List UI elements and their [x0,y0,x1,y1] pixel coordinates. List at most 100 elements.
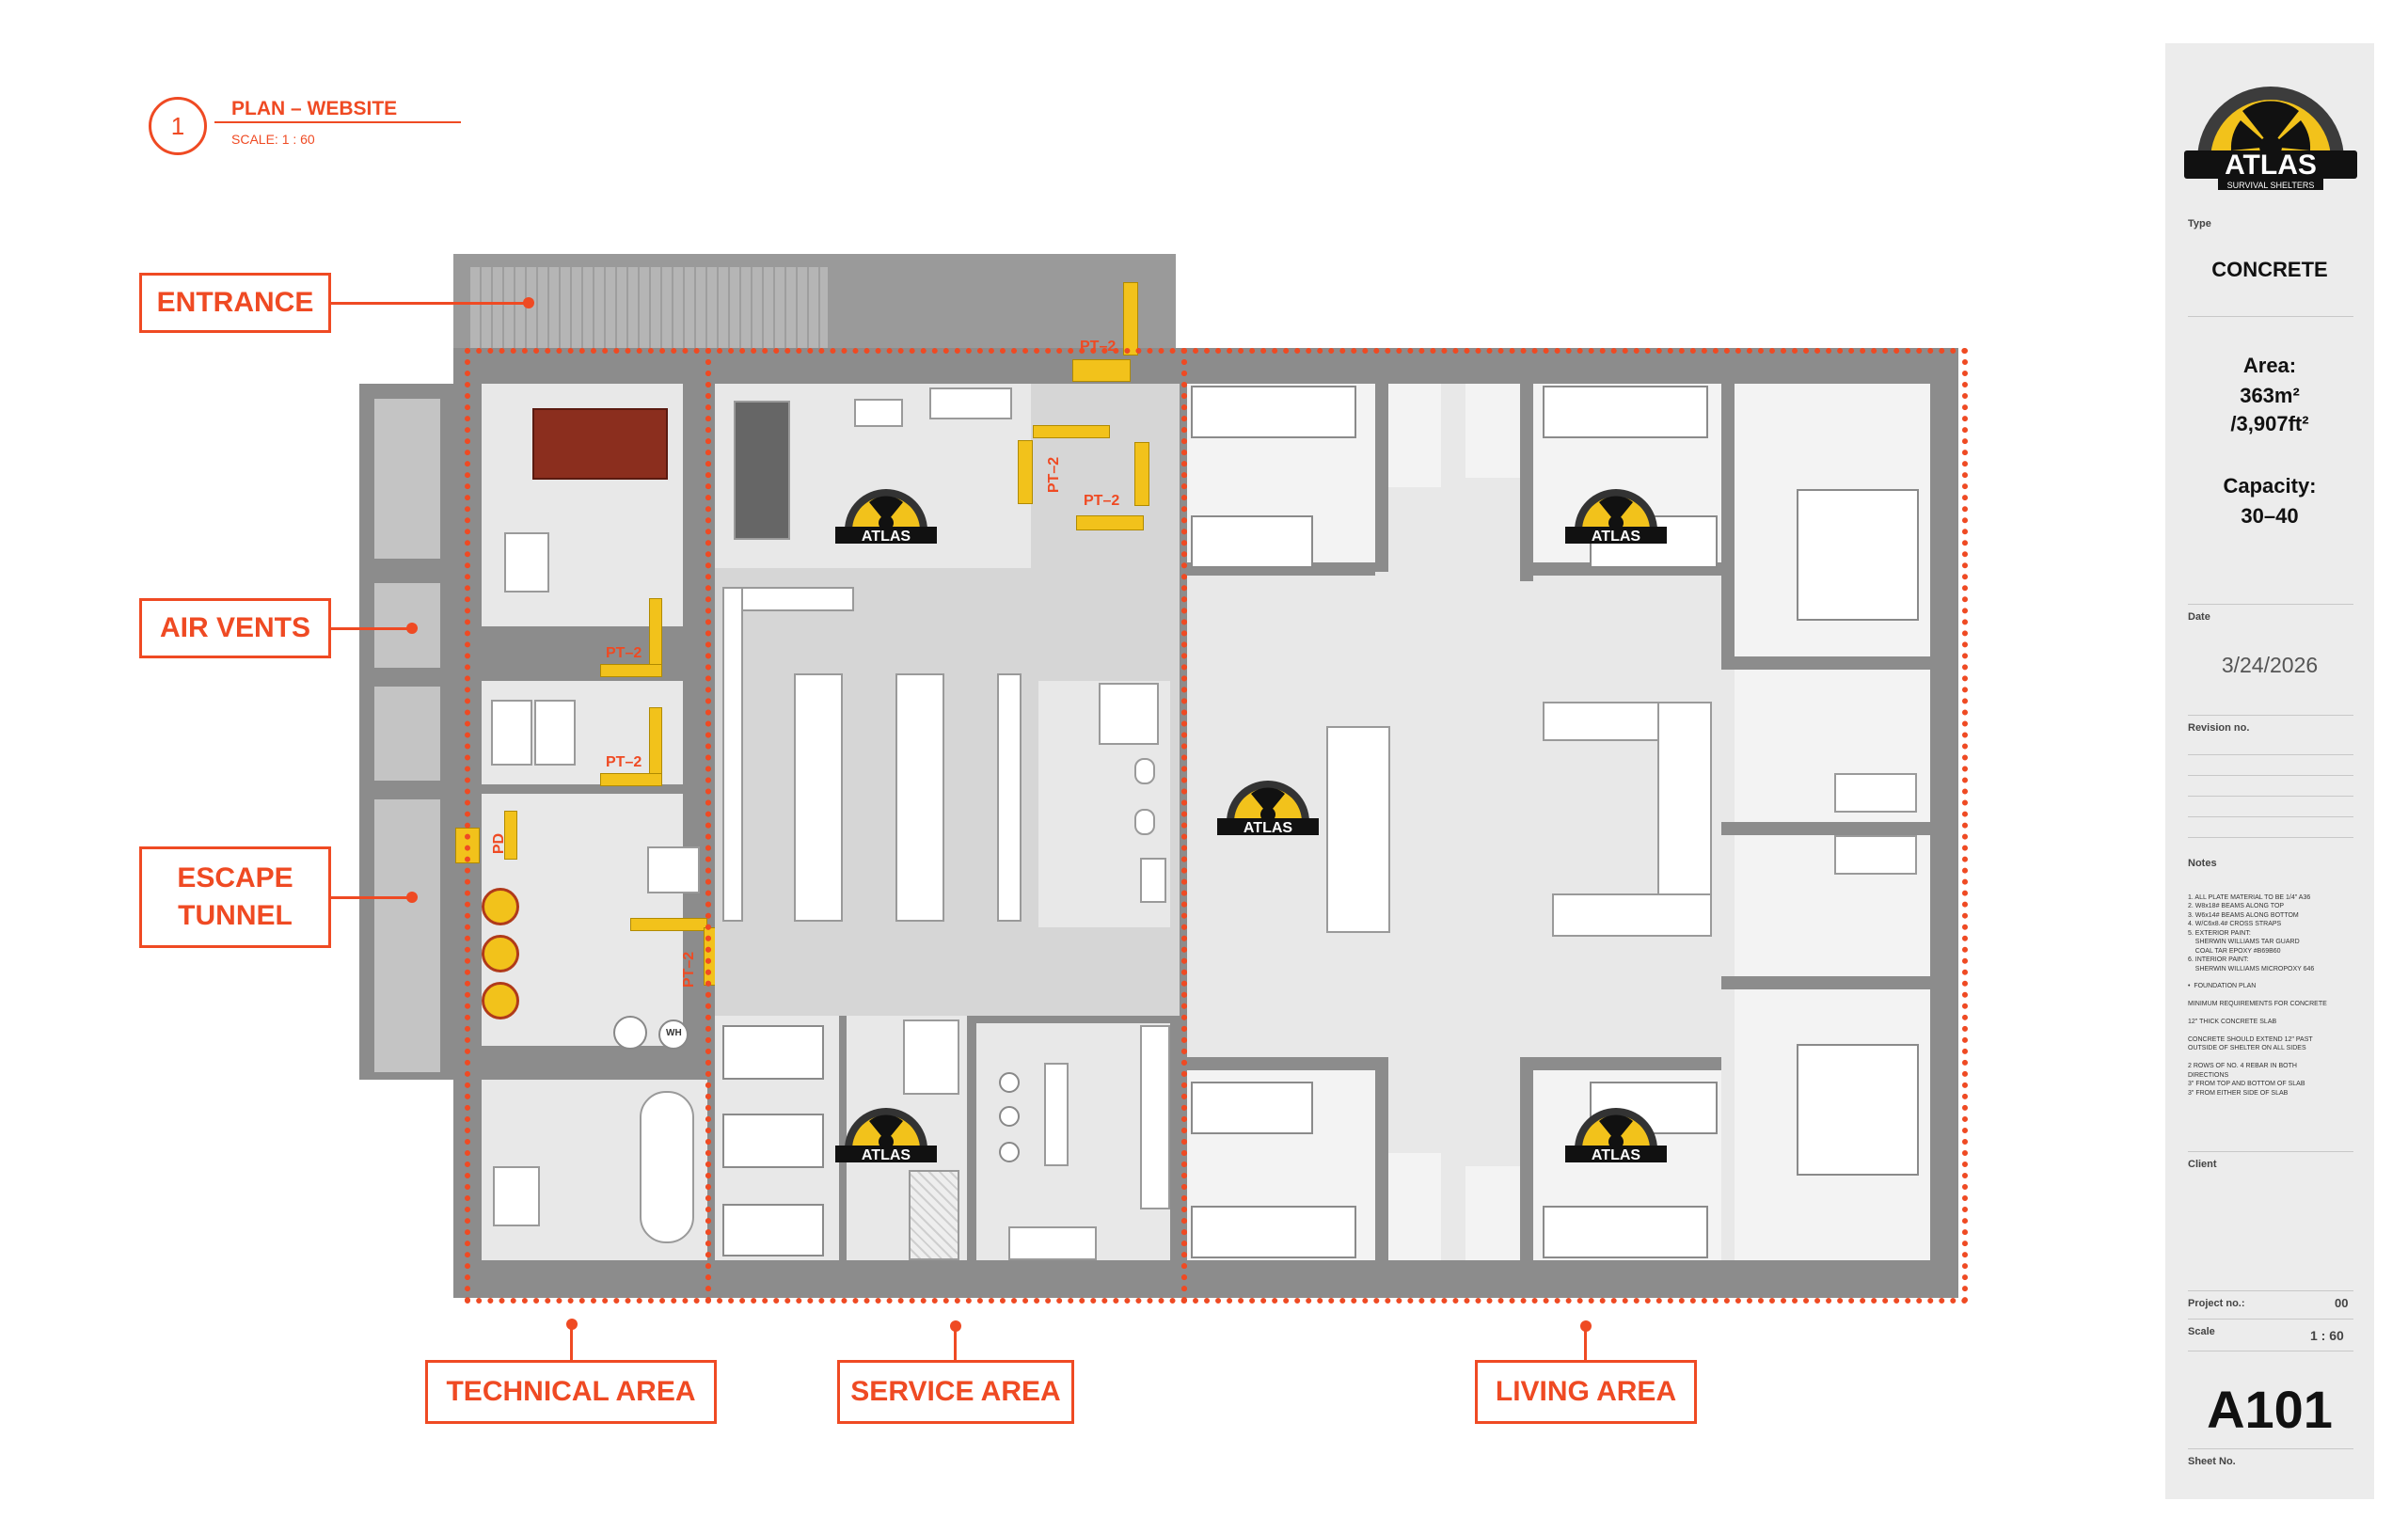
toilet [1134,758,1155,784]
control-cabinet [504,532,549,593]
shower-room [1465,384,1522,478]
atlas-logo-icon: ATLAS [1565,489,1667,545]
plan-number: 1 [149,97,207,155]
note-line: COAL TAR EPOXY #B69B60 [2188,947,2281,955]
air-vents-callout: AIR VENTS [139,598,331,658]
pt2-unit [600,664,662,677]
stool [999,1072,1020,1093]
bunk-bed [1191,1206,1356,1258]
workbench [734,401,790,540]
bunk-bed [722,1204,824,1256]
pt2-unit [1033,425,1110,438]
shelf-unit [794,673,843,922]
area-ft2: /3,907ft² [2230,412,2309,435]
service-area-outline [705,348,1187,1304]
living-area-marker [1580,1320,1592,1332]
area-m2: 363m² [2240,384,2300,407]
bunk-bed [1191,1082,1313,1134]
bunk-bed [1543,386,1708,438]
water-heater-label: WH [666,1028,682,1038]
escape-tunnel-line2: TUNNEL [178,900,293,931]
wall [1520,384,1533,581]
plan-scale: SCALE: 1 : 60 [231,132,315,147]
svg-text:ATLAS: ATLAS [1244,820,1292,836]
service-area-callout: SERVICE AREA [837,1360,1074,1424]
pantry-rack [909,1170,959,1260]
divider [2188,1319,2353,1320]
living-area-outline [1181,348,1968,1304]
scale-label: Scale [2188,1326,2215,1337]
wall [1520,1057,1533,1260]
technical-area-outline [465,348,711,1304]
note-line: 3" FROM EITHER SIDE OF SLAB [2188,1089,2289,1097]
pd-unit [504,811,517,860]
scale-value: 1 : 60 [2310,1328,2344,1343]
pantry-shelf [903,1019,959,1095]
note-line: 12" THICK CONCRETE SLAB [2188,1019,2277,1026]
atlas-logo-icon: ATLAS [835,1108,937,1163]
bunk-bed [722,1114,824,1168]
wall [1721,976,1930,989]
note-line [2188,1027,2327,1035]
pt2-unit [1123,282,1138,356]
sofa-bottom [1552,893,1712,937]
escape-tunnel-callout: ESCAPE TUNNEL [139,846,331,948]
note-line [2188,973,2327,982]
sheet-label: Sheet No. [2188,1456,2236,1467]
pt2-label: PT–2 [606,645,642,661]
note-line: 3. W6x14# BEAMS ALONG BOTTOM [2188,911,2299,919]
wall [1187,1057,1375,1070]
bunk-bed [722,1025,824,1080]
pt2-label: PT–2 [606,754,642,770]
mech-cabinet [647,846,700,893]
pt2-unit [1072,359,1131,382]
septic-tank [640,1091,694,1243]
atlas-logo-icon: ATLAS [1217,781,1319,836]
bunk-bed [1191,386,1356,438]
title-block-sidebar: ATLAS SURVIVAL SHELTERS Type CONCRETE Ar… [2165,43,2374,1499]
date-value: 3/24/2026 [2221,653,2319,677]
water-heater [658,1019,689,1050]
wall [1721,822,1930,835]
plan-title-underline [214,121,461,123]
pt2-unit [1076,515,1144,530]
divider [2188,1290,2353,1291]
revision-line [2188,837,2353,838]
atlas-logo-icon: ATLAS [1565,1108,1667,1163]
air-vent-shaft-1 [374,399,440,559]
dining-table [1326,726,1390,933]
wall [1520,1057,1721,1070]
note-line: CONCRETE SHOULD EXTEND 12" PAST [2188,1036,2313,1043]
note-line: MINIMUM REQUIREMENTS FOR CONCRETE [2188,1001,2327,1008]
note-line: 5. EXTERIOR PAINT: [2188,929,2251,937]
atlas-logo-icon: ATLAS SURVIVAL SHELTERS [2184,87,2357,190]
filter-unit-a [491,700,532,766]
air-vent-shaft-3 [374,687,440,781]
client-label: Client [2188,1159,2217,1170]
washer [1140,858,1166,903]
shower-stall [1099,683,1159,745]
svg-text:ATLAS: ATLAS [862,1147,911,1163]
bunk-bed [1191,515,1313,568]
living-area-leader [1584,1328,1587,1362]
divider [2188,604,2353,605]
technical-area-marker [566,1319,578,1330]
escape-tunnel-marker [406,892,418,903]
bunk-bed [1543,1206,1708,1258]
shelf-unit [895,673,944,922]
wall [1721,656,1930,670]
kitchen-island [1044,1063,1069,1166]
toilet [1134,809,1155,835]
water-tank [613,1016,647,1050]
divider [2188,1151,2353,1152]
entrance-leader [331,302,527,305]
pt2-unit [1018,440,1033,504]
double-bed [1797,489,1919,621]
pt2-label: PT–2 [1084,493,1120,509]
shelf-unit [997,673,1022,922]
fan-icon [482,888,519,925]
service-area-leader [954,1328,957,1362]
escape-tunnel-line1: ESCAPE [177,861,293,893]
generator-unit [532,408,668,480]
